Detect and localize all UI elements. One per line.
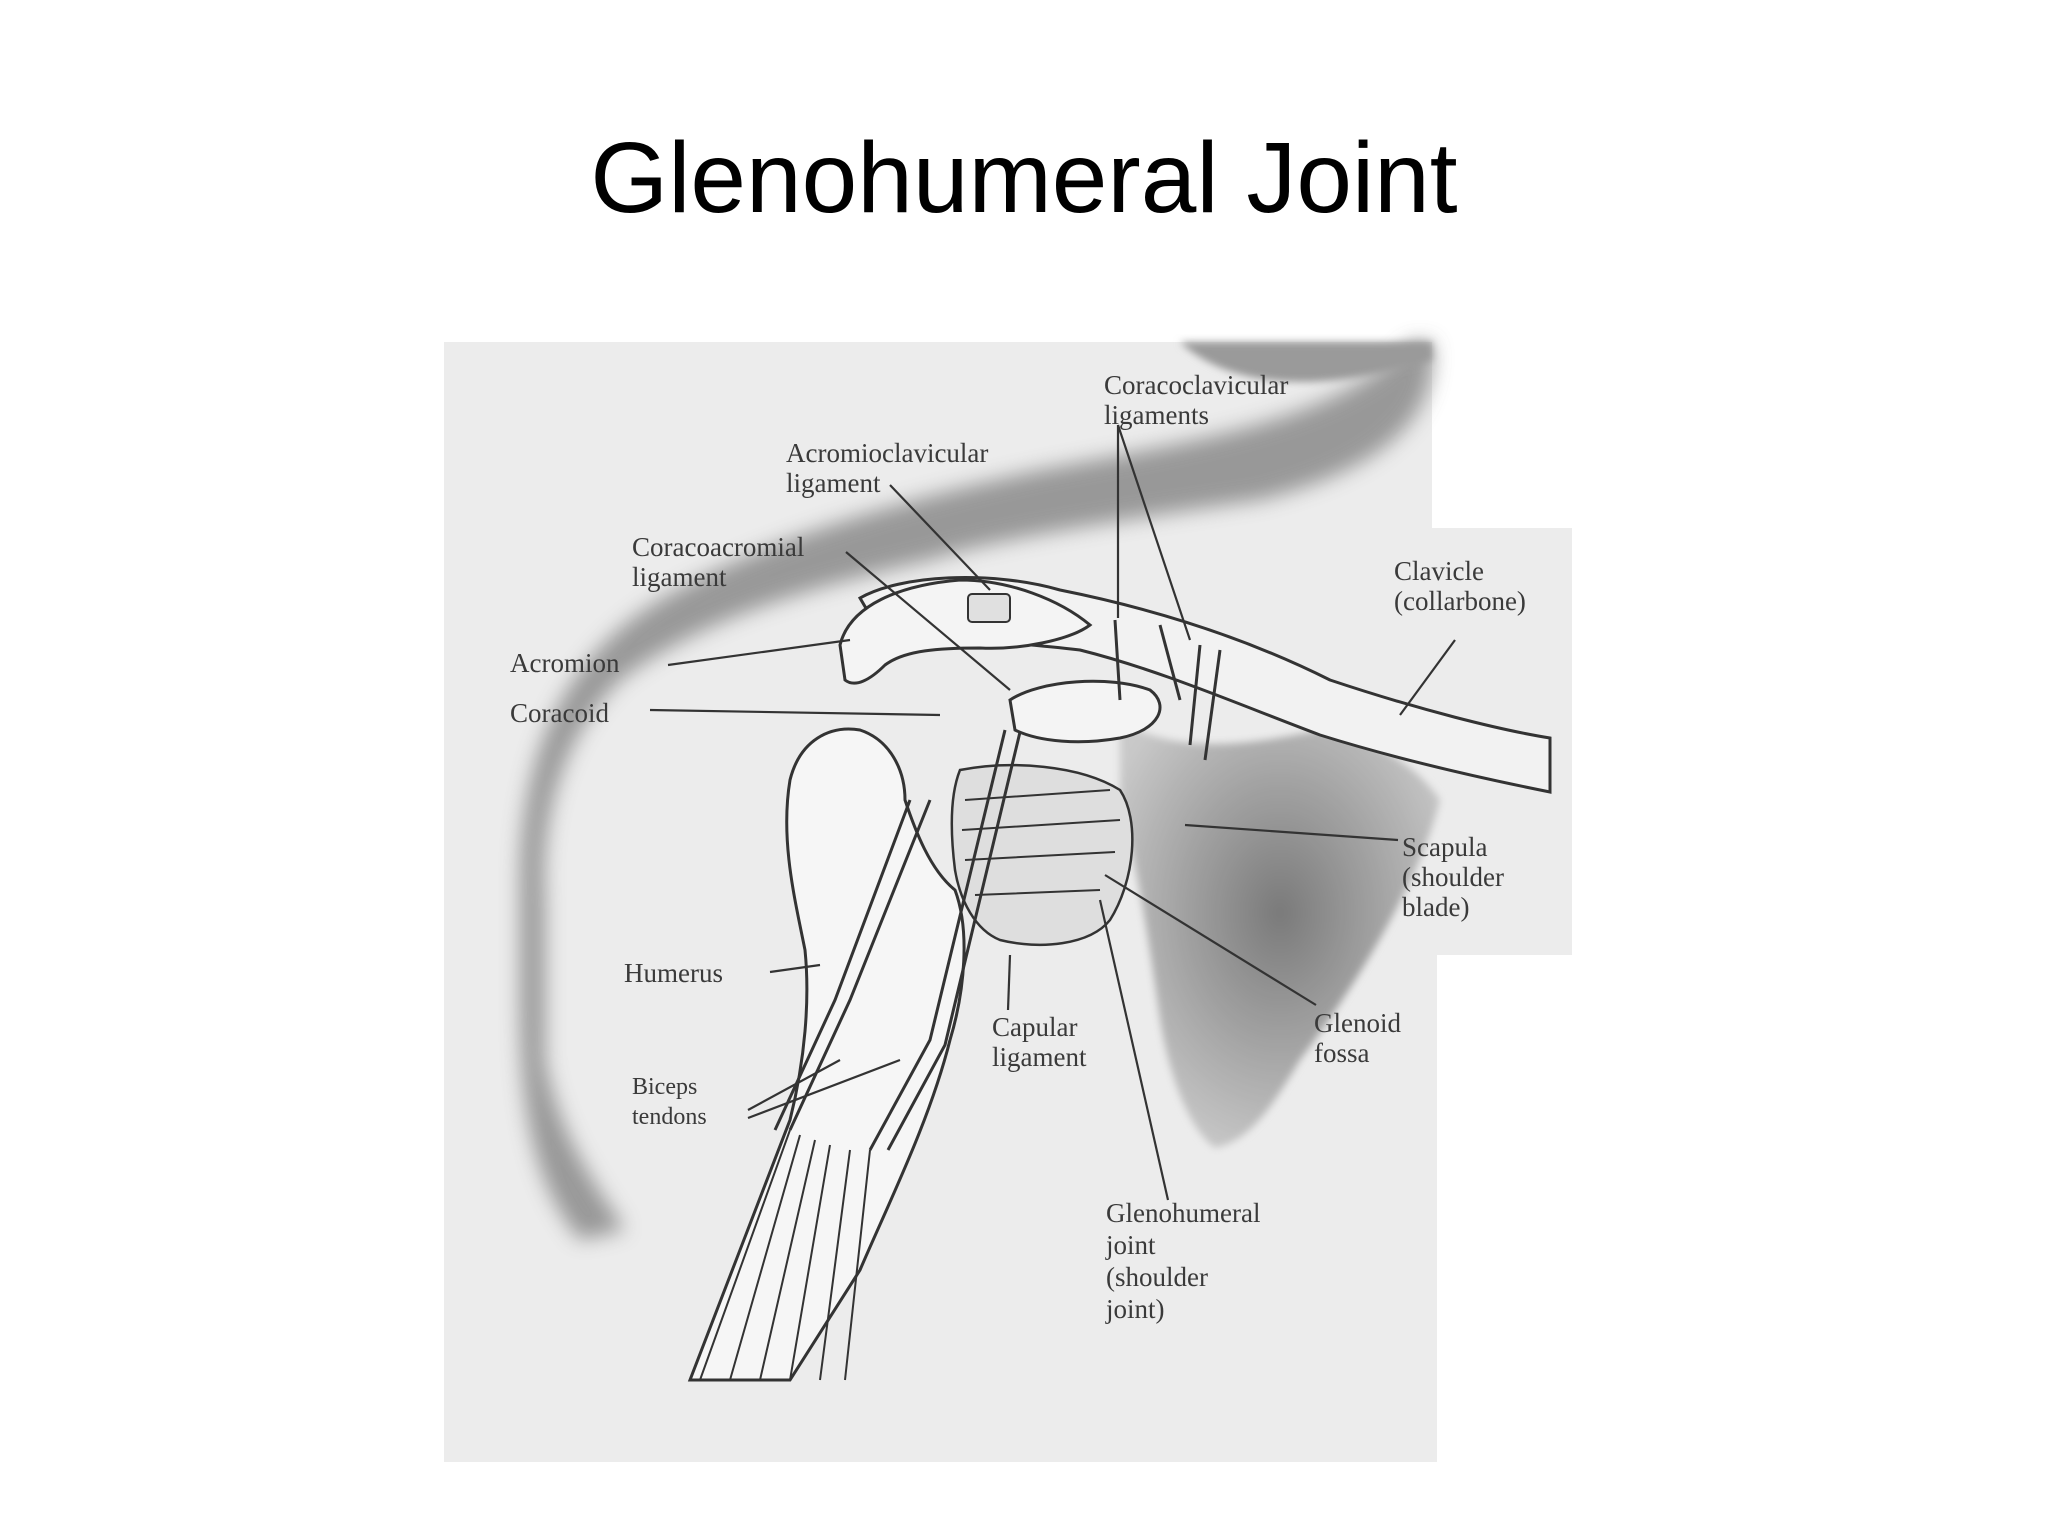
leader-glenohumeral xyxy=(1098,899,1170,1201)
acromioclavicular-ligament xyxy=(967,593,1011,623)
biceps-tendons xyxy=(699,729,1022,1381)
leader-coracoclavicular xyxy=(1116,424,1192,641)
shoulder-shadow xyxy=(520,342,1433,1240)
leader-lines xyxy=(649,424,1456,1201)
label-capsular: Capular ligament xyxy=(992,1012,1087,1072)
leader-acromioclavicular xyxy=(889,484,991,591)
label-glenohumeral: Glenohumeral joint (shoulder joint) xyxy=(1105,1198,1267,1324)
label-coracoacromial: Coracoacromial ligament xyxy=(632,532,811,592)
label-humerus: Humerus xyxy=(624,958,723,988)
label-biceps: Biceps tendons xyxy=(632,1074,707,1130)
label-acromioclavicular: Acromioclavicular ligament xyxy=(786,438,995,498)
joint-capsule xyxy=(950,763,1134,947)
leader-coracoid xyxy=(649,708,941,717)
labels: Coracoclavicular ligaments Acromioclavic… xyxy=(510,370,1526,1324)
acromion-bone xyxy=(838,578,1093,685)
leader-capsular xyxy=(1006,954,1012,1011)
label-clavicle: Clavicle (collarbone) xyxy=(1394,556,1526,616)
label-coracoid: Coracoid xyxy=(510,698,609,728)
slide-title: Glenohumeral Joint xyxy=(590,122,1458,234)
label-scapula: Scapula (shoulder blade) xyxy=(1402,832,1511,922)
coracoclavicular-ligament-strands xyxy=(1113,619,1222,761)
coracoid-process xyxy=(1008,679,1162,744)
leader-acromion xyxy=(667,638,851,667)
leader-scapula xyxy=(1184,823,1399,842)
leader-humerus xyxy=(769,963,821,974)
leader-glenoid xyxy=(1104,874,1317,1006)
label-coracoclavicular: Coracoclavicular ligaments xyxy=(1104,370,1295,430)
label-glenoid: Glenoid fossa xyxy=(1314,1008,1408,1068)
leader-biceps-1 xyxy=(747,1059,841,1111)
leader-coracoacromial xyxy=(845,551,1011,691)
leader-biceps-2 xyxy=(747,1058,901,1120)
label-acromion: Acromion xyxy=(510,648,620,678)
leader-clavicle xyxy=(1399,639,1456,716)
